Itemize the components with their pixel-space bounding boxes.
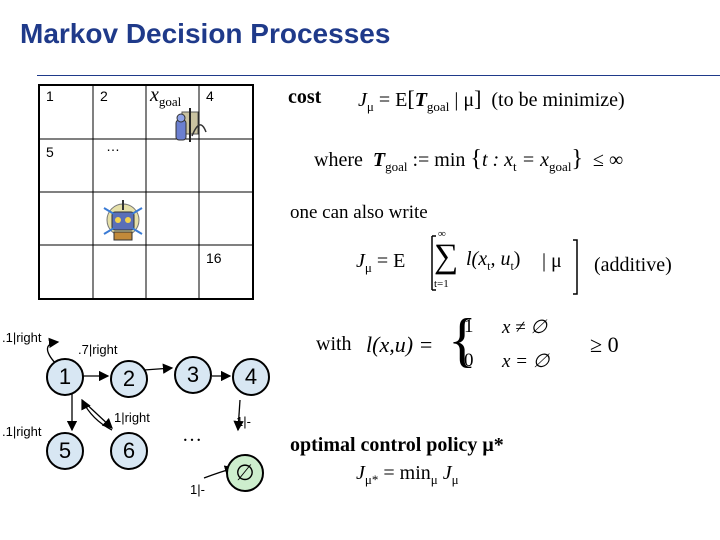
graph-node-goal: ∅ [226, 454, 264, 492]
where-formula: where Tgoal := min {t : xt = xgoal} ≤ ∞ [314, 146, 623, 175]
edge-label-2: .7|right [78, 342, 118, 357]
sum-close-bracket [572, 236, 578, 298]
title-underline [37, 75, 720, 76]
graph-node-1: 1 [46, 358, 84, 396]
graph-node-6: 6 [110, 432, 148, 470]
with-lhs: l(x,u) = [366, 332, 433, 358]
sum-brackets: ∞ ∑ t=1 l(xt, ut) [426, 232, 556, 292]
nonneg-label: ≥ 0 [590, 332, 619, 358]
policy-line2: Jμ* = minμ Jμ [356, 462, 459, 488]
grid-world: 1 2 xgoal 4 5 … 16 [38, 84, 254, 300]
edge-label-7: 1|- [190, 482, 205, 497]
cost-label: cost [288, 86, 321, 109]
graph-dots: … [182, 424, 202, 447]
cell-5-label: 5 [46, 144, 54, 160]
policy-line1: optimal control policy μ* [290, 434, 504, 457]
sum-bottom: t=1 [434, 278, 449, 290]
edge-label-5: 1|right [114, 410, 150, 425]
grid-lines [40, 86, 252, 298]
sum-formula-lhs: Jμ = E [356, 250, 405, 276]
case1-value: 1 [464, 316, 474, 338]
edge-label-1: .1|right [2, 330, 42, 345]
case2-value: 0 [464, 350, 474, 372]
graph-node-4: 4 [232, 358, 270, 396]
cell-dots-label: … [106, 138, 120, 154]
page-title: Markov Decision Processes [20, 18, 390, 50]
cost-formula: Jμ = E[Tgoal | μ] (to be minimize) [358, 86, 625, 115]
graph-node-5: 5 [46, 432, 84, 470]
cell-4-label: 4 [206, 88, 214, 104]
sum-body: l(xt, ut) [466, 248, 520, 274]
additive-tag: (additive) [594, 254, 672, 277]
graph-node-3: 3 [174, 356, 212, 394]
cell-16-label: 16 [206, 250, 222, 266]
sum-sigma: ∑ [434, 238, 458, 276]
cell-2-label: 2 [100, 88, 108, 104]
edge-label-3: .1|right [2, 424, 42, 439]
also-text: one can also write [290, 202, 428, 224]
graph-node-2: 2 [110, 360, 148, 398]
case1-condition: x ≠ ∅ [502, 316, 547, 339]
robot-icon [98, 196, 148, 248]
robot-flag-icon [168, 106, 210, 148]
edge-label-6: 1|- [236, 414, 251, 429]
case2-condition: x = ∅ [502, 350, 549, 373]
cell-1-label: 1 [46, 88, 54, 104]
with-word: with [316, 333, 352, 356]
sum-condition: | μ [542, 250, 562, 273]
